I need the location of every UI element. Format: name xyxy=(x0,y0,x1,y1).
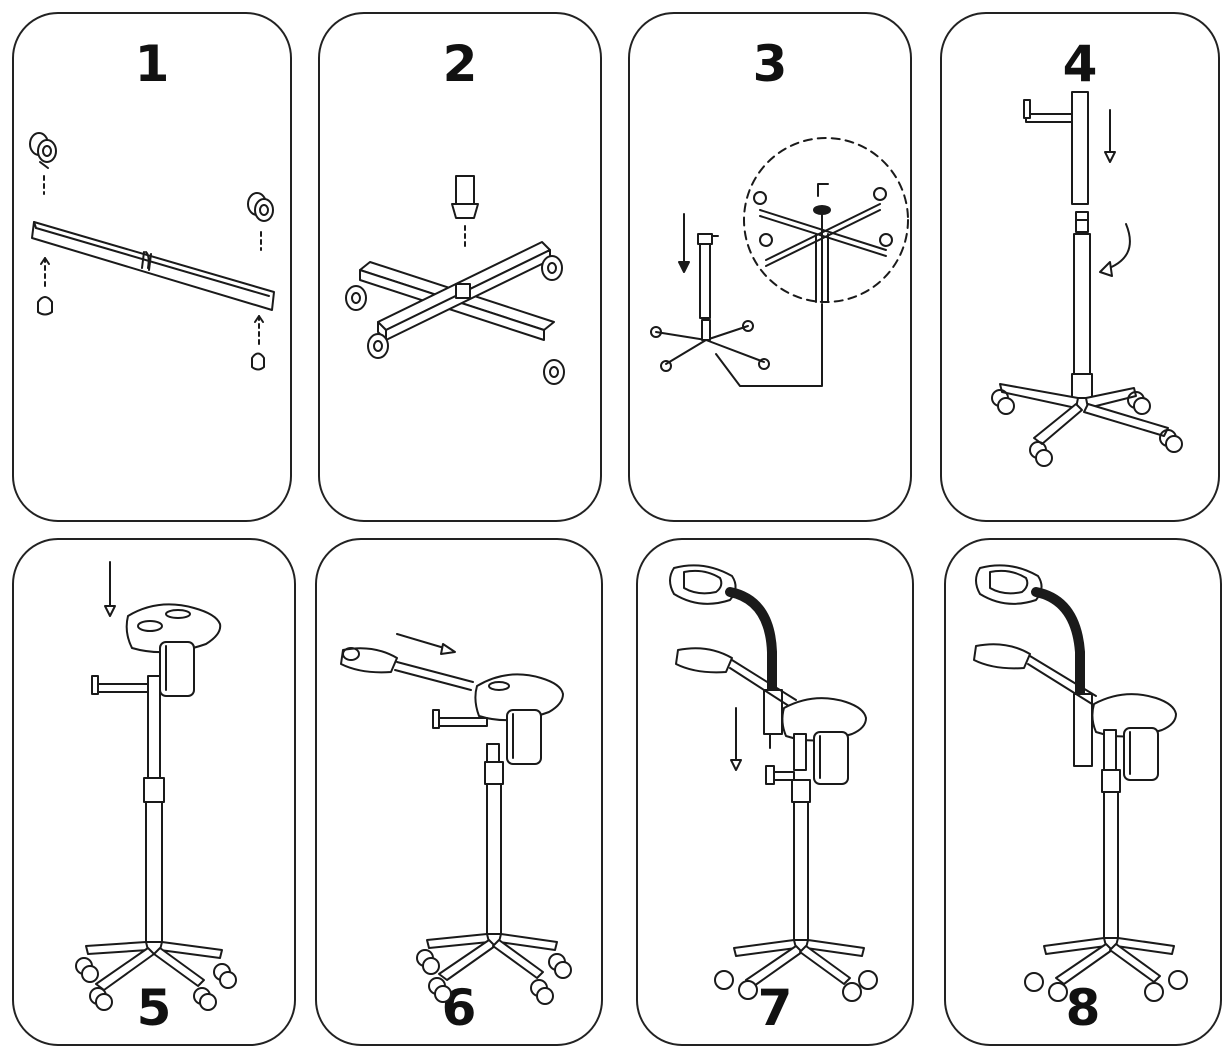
caster-wheel-part xyxy=(248,193,273,250)
down-arrow xyxy=(105,562,115,616)
stand-base-part xyxy=(992,384,1182,466)
step-5-panel: 5 xyxy=(12,538,296,1046)
pole-part xyxy=(92,676,164,942)
right-arrow xyxy=(397,634,455,654)
step-2-number: 2 xyxy=(442,35,478,93)
upper-pole-part xyxy=(1024,92,1088,204)
crossbar-part xyxy=(32,222,274,310)
pole-part xyxy=(698,234,718,318)
connector-part xyxy=(452,176,478,250)
step-4-number: 4 xyxy=(1062,35,1098,93)
small-base-part xyxy=(651,320,769,371)
stand-base-part xyxy=(715,940,877,1001)
step-7-illustration xyxy=(638,540,914,1046)
foot-cap-part xyxy=(252,316,264,370)
rotate-arrow xyxy=(1100,224,1130,276)
foot-cap-part xyxy=(38,258,52,315)
step-4-illustration xyxy=(942,14,1220,522)
steam-arm-part xyxy=(974,644,1096,704)
pole-part xyxy=(766,734,810,940)
step-5-number: 5 xyxy=(136,979,172,1037)
caster-wheel-part xyxy=(30,133,56,194)
step-3-illustration xyxy=(630,14,912,522)
steamer-head-part xyxy=(1092,694,1176,780)
step-8-panel: 8 xyxy=(944,538,1222,1046)
step-1-panel: 1 xyxy=(12,12,292,522)
stand-base-part xyxy=(76,942,236,1010)
magnifier-lamp-part xyxy=(976,565,1092,766)
stand-base-part xyxy=(417,934,571,1004)
steamer-head-part xyxy=(475,674,563,764)
step-7-number: 7 xyxy=(757,979,793,1037)
magnifier-lamp-part xyxy=(670,565,782,748)
pole-part xyxy=(1102,730,1120,938)
cross-base-part xyxy=(360,242,554,340)
step-8-illustration xyxy=(946,540,1222,1046)
steamer-head-part xyxy=(782,698,866,784)
steam-arm-part xyxy=(676,648,796,708)
step-1-illustration xyxy=(14,14,292,522)
down-arrow xyxy=(679,214,689,272)
pole-part xyxy=(433,710,503,934)
step-4-panel: 4 xyxy=(940,12,1220,522)
step-6-panel: 6 xyxy=(315,538,603,1046)
steam-arm-part xyxy=(341,648,473,690)
step-8-number: 8 xyxy=(1065,979,1101,1037)
step-3-number: 3 xyxy=(752,35,788,93)
step-6-illustration xyxy=(317,540,603,1046)
down-arrow xyxy=(731,708,741,770)
detail-callout xyxy=(716,138,908,386)
steamer-head-part xyxy=(127,604,221,696)
step-7-panel: 7 xyxy=(636,538,914,1046)
step-5-illustration xyxy=(14,540,296,1046)
step-3-panel: 3 xyxy=(628,12,912,522)
step-1-number: 1 xyxy=(134,35,170,93)
stand-base-part xyxy=(1025,938,1187,1001)
down-arrow xyxy=(1105,110,1115,162)
step-2-panel: 2 xyxy=(318,12,602,522)
lower-pole-part xyxy=(1072,212,1092,398)
caster-wheels xyxy=(346,256,564,384)
step-2-illustration xyxy=(320,14,602,522)
